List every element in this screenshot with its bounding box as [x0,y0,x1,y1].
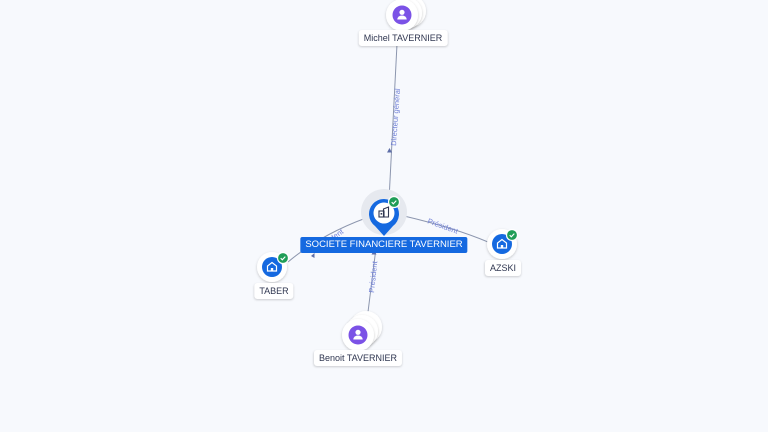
person-icon [392,5,412,25]
arrow-main-taber [311,253,315,258]
building-icon [492,234,512,254]
building-icon [262,257,282,277]
node-label-benoit[interactable]: Benoit TAVERNIER [313,350,403,366]
node-label-michel[interactable]: Michel TAVERNIER [358,30,448,46]
node-label-taber[interactable]: TABER [254,283,294,299]
node-label-azski[interactable]: AZSKI [484,260,522,276]
node-michel[interactable] [386,0,426,31]
edge-label-michel-main: Directeur général [389,88,402,146]
node-taber[interactable] [257,251,290,282]
node-azski[interactable] [487,228,519,259]
edge-label-main-azski: Président [426,216,460,236]
verified-badge-icon [387,195,401,209]
edge-michel-main[interactable] [388,43,398,201]
node-main[interactable] [361,189,407,236]
arrow-michel-main [387,148,392,153]
node-benoit[interactable] [342,311,382,351]
verified-badge-icon [505,228,519,242]
edge-label-benoit-main: Président [367,260,379,293]
node-label-main[interactable]: SOCIETE FINANCIERE TAVERNIER [300,237,468,253]
person-icon [348,325,368,345]
verified-badge-icon [276,251,290,265]
edges [287,43,489,321]
edge-main-azski[interactable] [403,215,489,243]
building-icon [378,206,390,218]
